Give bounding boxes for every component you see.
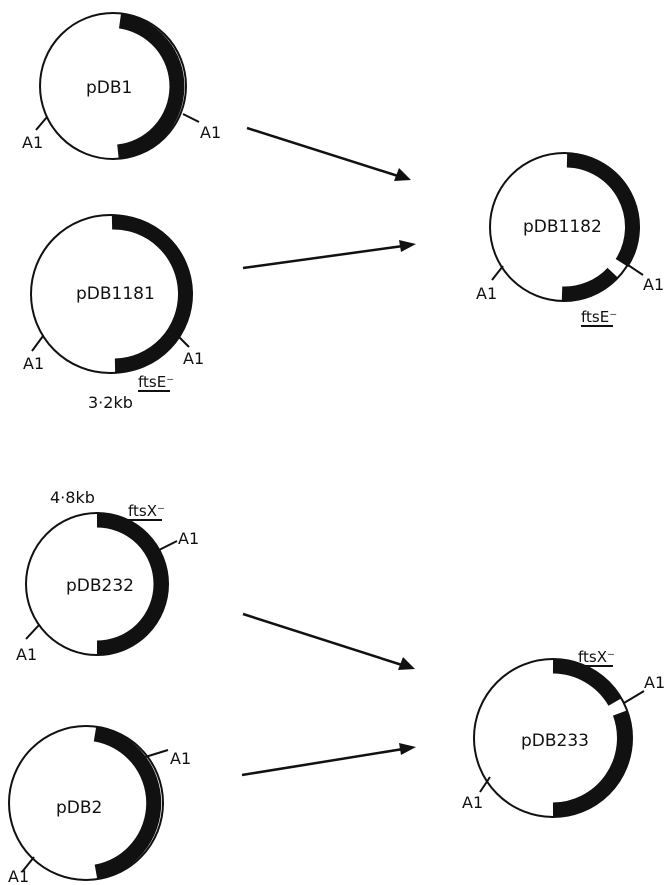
restriction-site-label: A1 <box>183 349 204 368</box>
plasmid-name: pDB1181 <box>76 284 155 304</box>
arrow <box>246 126 411 181</box>
restriction-site-label: A1 <box>23 354 44 373</box>
restriction-site-tick <box>624 262 644 276</box>
insert-size-label: 4·8kb <box>50 488 95 507</box>
restriction-site-label: A1 <box>643 275 664 294</box>
plasmid-ring <box>8 725 164 881</box>
arrow <box>241 743 416 777</box>
restriction-site-tick <box>623 690 645 704</box>
plasmid-pdb1181: pDB1181 A1 A1 ftsE⁻ 3·2kb <box>23 214 204 412</box>
restriction-site-tick <box>25 624 40 640</box>
plasmid-pdb1: pDB1 A1 A1 <box>22 12 221 160</box>
restriction-site-tick <box>141 749 169 759</box>
arrow <box>242 612 415 670</box>
plasmid-name: pDB232 <box>66 576 134 596</box>
plasmid-pdb1182: pDB1182 A1 A1 ftsE⁻ <box>476 152 664 327</box>
plasmid-name: pDB2 <box>56 798 102 818</box>
insert-segment <box>96 512 169 656</box>
restriction-site-tick <box>21 856 35 873</box>
restriction-site-label: A1 <box>8 867 29 885</box>
insert-segment <box>111 214 193 374</box>
plasmid-pdb233: pDB233 A1 A1 ftsX⁻ <box>462 648 665 818</box>
restriction-site-label: A1 <box>178 529 199 548</box>
insert-segment <box>93 726 162 880</box>
plasmid-name: pDB1182 <box>523 217 602 237</box>
restriction-site-label: A1 <box>170 749 191 768</box>
plasmid-name: pDB1 <box>86 78 132 98</box>
restriction-site-label: A1 <box>200 123 221 142</box>
restriction-site-tick <box>479 776 491 793</box>
restriction-site-tick <box>152 540 178 554</box>
gene-label: ftsE⁻ <box>138 373 174 391</box>
restriction-site-tick <box>491 265 504 281</box>
insert-segment <box>561 152 640 302</box>
restriction-site-tick <box>35 116 48 131</box>
plasmid-ring <box>473 658 633 818</box>
restriction-site-label: A1 <box>22 133 43 152</box>
restriction-site-label: A1 <box>462 793 483 812</box>
restriction-site-tick <box>182 113 200 123</box>
gene-label: ftsX⁻ <box>128 502 165 520</box>
restriction-site-label: A1 <box>16 645 37 664</box>
gene-label: ftsX⁻ <box>578 648 615 666</box>
insert-size-label: 3·2kb <box>88 393 133 412</box>
plasmid-ring <box>39 12 187 160</box>
insert-segment <box>117 13 185 160</box>
restriction-site-tick <box>31 335 44 352</box>
plasmid-pdb232: pDB232 A1 A1 ftsX⁻ 4·8kb <box>16 488 199 664</box>
restriction-site-label: A1 <box>644 673 665 692</box>
plasmid-name: pDB233 <box>521 731 589 751</box>
plasmid-pdb2: pDB2 A1 A1 <box>8 725 191 885</box>
arrow <box>242 240 416 270</box>
restriction-site-label: A1 <box>476 284 497 303</box>
insert-segment <box>552 658 632 818</box>
gene-label: ftsE⁻ <box>581 308 617 326</box>
restriction-site-tick <box>176 334 190 348</box>
